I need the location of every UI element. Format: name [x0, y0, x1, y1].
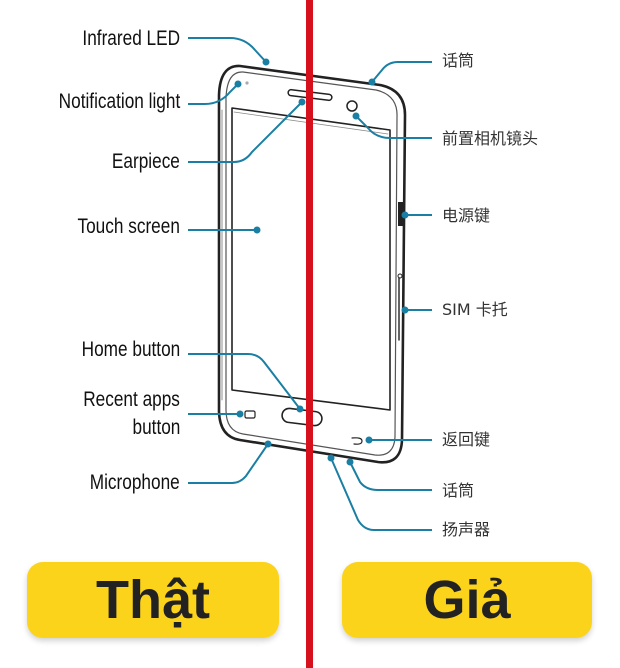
- label-home-button: Home button: [81, 338, 180, 361]
- badge-real-text: Thật: [96, 570, 210, 630]
- label-notification-light: Notification light: [58, 90, 180, 113]
- label-mic-bottom: 话筒: [442, 481, 475, 500]
- label-infrared-led: Infrared LED: [82, 27, 180, 50]
- leader-lines: [188, 37, 432, 531]
- label-front-camera: 前置相机镜头: [442, 129, 539, 148]
- label-power-key: 电源键: [442, 206, 491, 225]
- label-sim-tray: SIM 卡托: [442, 300, 508, 319]
- red-divider: [306, 0, 313, 668]
- label-recent-apps-line1: Recent apps: [83, 388, 180, 411]
- label-recent-apps-line2: button: [132, 416, 180, 439]
- badge-fake: Giả: [342, 562, 592, 638]
- label-back-key: 返回键: [442, 430, 491, 449]
- label-touch-screen: Touch screen: [77, 215, 180, 238]
- label-earpiece: Earpiece: [112, 150, 180, 173]
- leader-dots: [234, 58, 409, 466]
- label-microphone: Microphone: [90, 471, 180, 494]
- label-speaker: 扬声器: [442, 520, 491, 539]
- badge-real: Thật: [27, 562, 279, 638]
- badge-fake-text: Giả: [423, 570, 511, 630]
- label-mic-top: 话筒: [442, 51, 475, 70]
